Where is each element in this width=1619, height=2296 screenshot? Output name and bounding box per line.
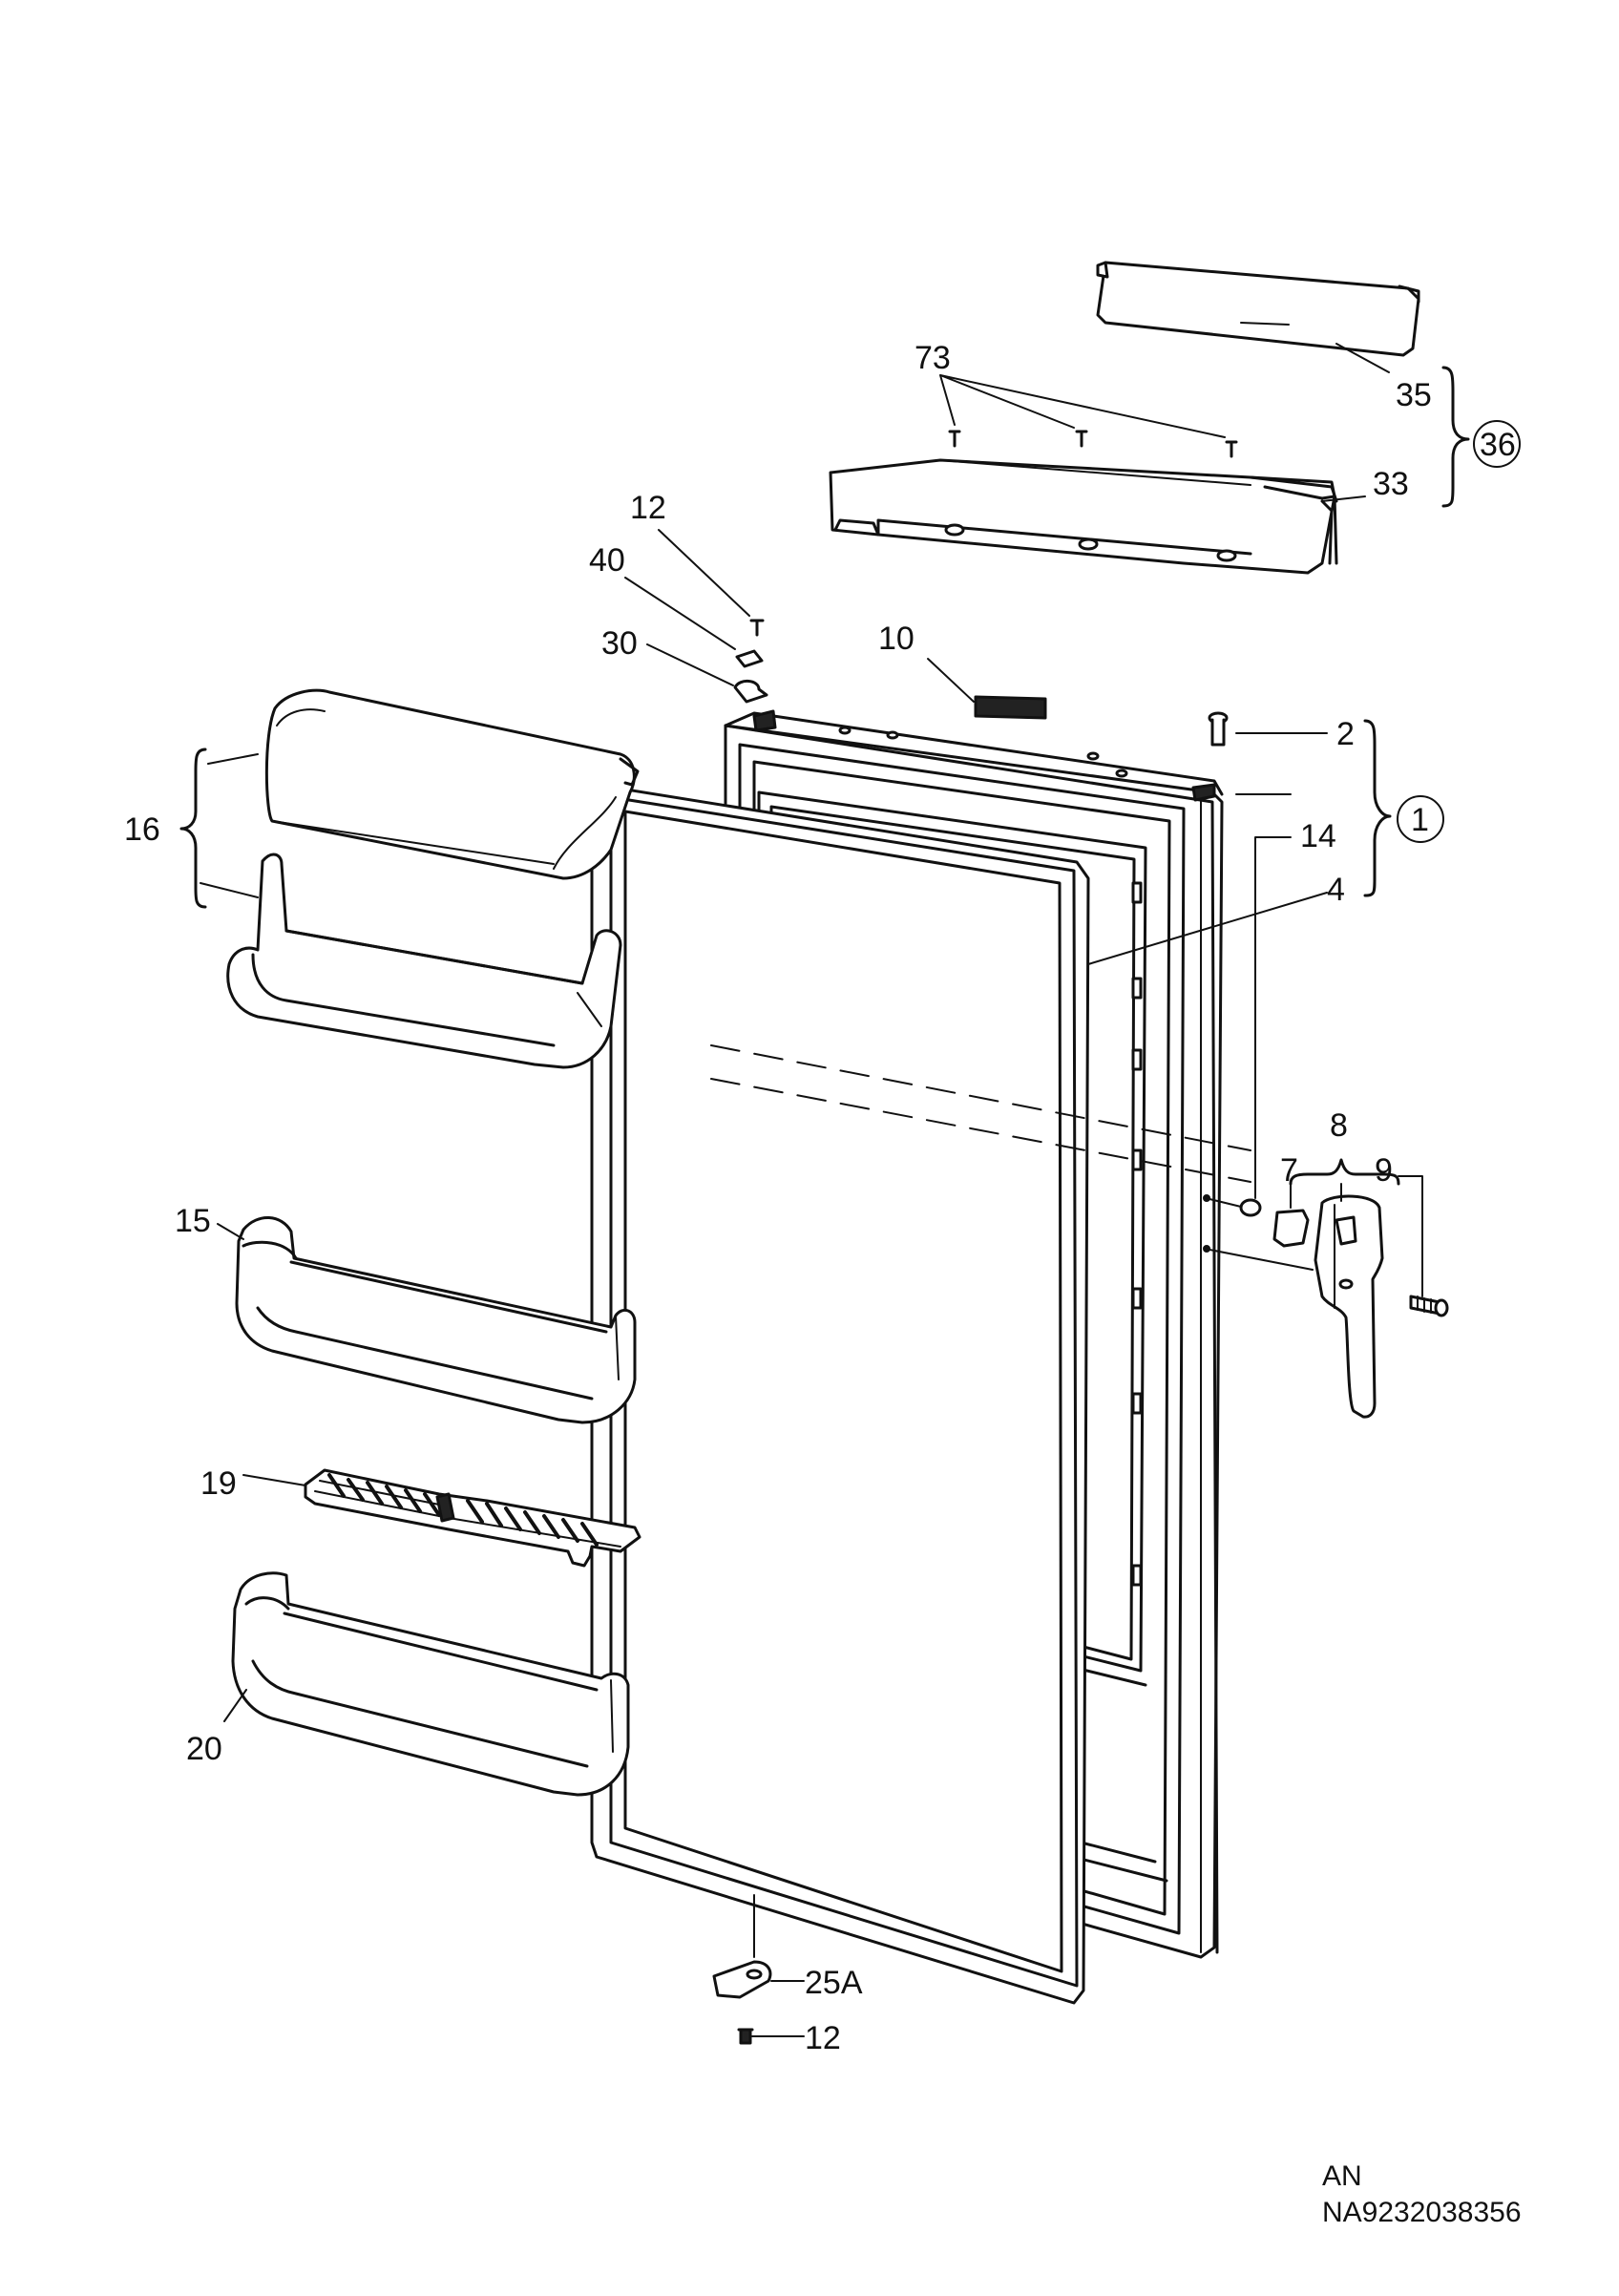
door-gasket	[590, 783, 1090, 2005]
label-12-bottom: 12	[805, 2020, 841, 2056]
label-15: 15	[175, 1203, 211, 1239]
handle-screw	[1409, 1295, 1449, 1317]
bottle-rack	[304, 1468, 641, 1568]
label-4: 4	[1327, 872, 1345, 908]
hinge-pin	[733, 680, 768, 704]
label-35: 35	[1396, 377, 1432, 413]
hinge-pivot-pin	[1208, 711, 1229, 747]
bottom-bin	[231, 1571, 630, 1797]
label-plate	[974, 695, 1047, 720]
label-12-top: 12	[630, 490, 666, 526]
label-1: 1	[1411, 802, 1429, 838]
label-19: 19	[200, 1465, 237, 1502]
top-trim-strip	[1096, 261, 1420, 357]
dairy-compartment	[226, 688, 640, 1069]
label-73: 73	[915, 340, 951, 376]
model-code: AN	[1322, 2160, 1362, 2192]
grommet-14	[1239, 1198, 1262, 1217]
label-40: 40	[589, 542, 625, 579]
screws-73	[948, 430, 1238, 458]
hinge-screw	[749, 619, 765, 637]
label-36: 36	[1480, 427, 1516, 463]
label-2: 2	[1336, 716, 1355, 752]
label-20: 20	[186, 1731, 222, 1767]
label-10: 10	[878, 621, 915, 657]
callout-circle-1	[1397, 795, 1444, 843]
top-cover	[829, 458, 1338, 575]
label-8: 8	[1330, 1107, 1348, 1144]
door-shelf	[235, 1216, 637, 1424]
label-9: 9	[1375, 1152, 1393, 1189]
label-7: 7	[1280, 1152, 1298, 1189]
hinge-bracket	[735, 649, 764, 668]
alignment-dashed	[710, 1044, 1251, 1183]
brackets	[179, 366, 1470, 1186]
leader-lines	[200, 343, 1423, 2037]
drawing-number: NA9232038356	[1322, 2197, 1522, 2228]
bottom-hinge	[712, 1960, 772, 1999]
callout-circle-36	[1473, 420, 1521, 468]
label-25A: 25A	[805, 1965, 863, 2001]
label-33: 33	[1373, 466, 1409, 502]
label-16: 16	[124, 811, 160, 848]
bottom-screw	[737, 2028, 754, 2045]
label-14: 14	[1300, 818, 1336, 854]
door-catch	[1272, 1209, 1310, 1248]
label-30: 30	[601, 625, 638, 662]
door-handle	[1314, 1194, 1384, 1419]
